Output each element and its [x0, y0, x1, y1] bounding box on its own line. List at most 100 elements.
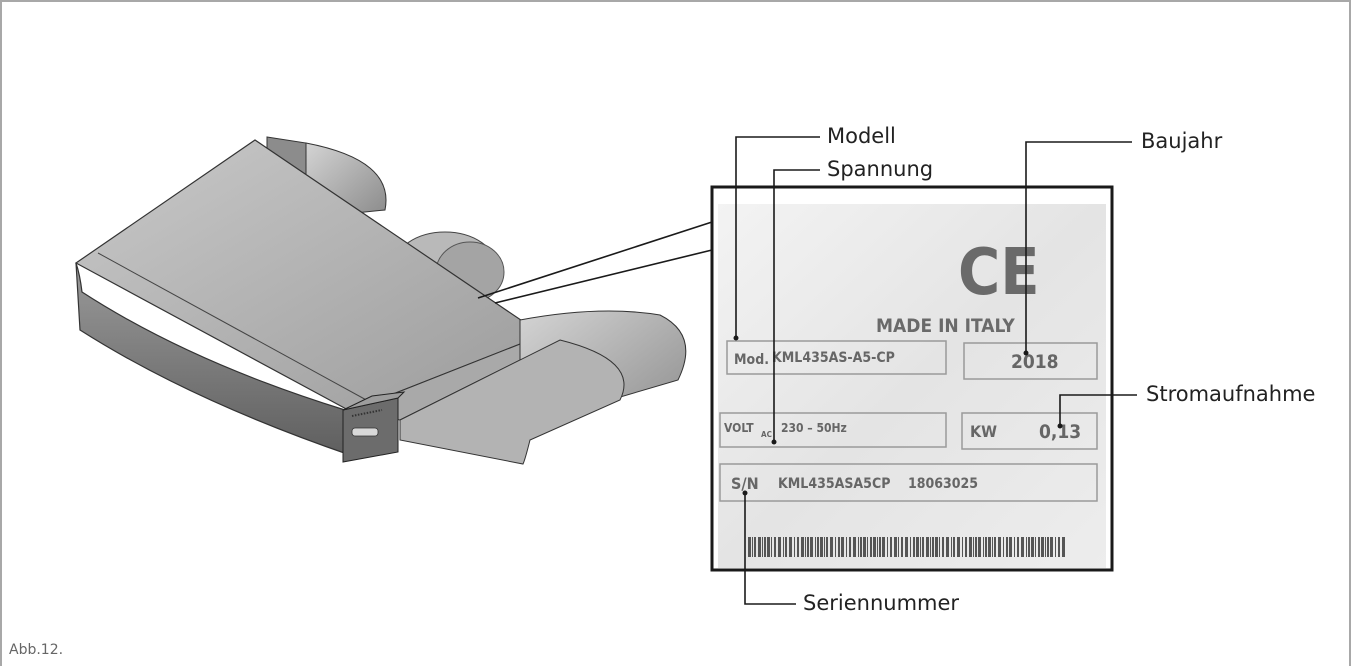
callout-spannung: Spannung	[827, 157, 934, 181]
year-value: 2018	[1011, 351, 1059, 373]
barcode-bar	[953, 537, 955, 557]
barcode-bar	[870, 537, 872, 557]
barcode-bar	[1017, 537, 1019, 557]
barcode-bar	[939, 537, 940, 557]
voltage-subscript: AC	[761, 430, 772, 439]
barcode-bar	[826, 537, 828, 557]
barcode-bar	[778, 537, 781, 557]
callout-baujahr: Baujahr	[1141, 129, 1223, 153]
barcode-bar	[1047, 537, 1049, 557]
barcode-bar	[887, 537, 888, 557]
barcode-bar	[973, 537, 974, 557]
barcode-bar	[926, 537, 929, 557]
barcode-bar	[797, 537, 799, 557]
barcode-bar	[957, 537, 960, 557]
barcode-bar	[853, 537, 856, 557]
barcode-bar	[882, 537, 885, 557]
barcode-bar	[817, 537, 819, 557]
barcode-bar	[774, 537, 776, 557]
barcode-bar	[890, 537, 892, 557]
barcode-bar	[835, 537, 836, 557]
power-field	[961, 412, 1098, 450]
barcode-bar	[838, 537, 840, 557]
figure-caption: Abb.12.	[9, 642, 64, 658]
barcode-bar	[767, 537, 770, 557]
serial-field	[719, 463, 1098, 502]
barcode-bar	[1009, 537, 1012, 557]
barcode-bar	[983, 537, 984, 557]
barcode-bar	[988, 537, 991, 557]
barcode-bar	[758, 537, 761, 557]
barcode-bar	[1041, 537, 1044, 557]
barcode-bar	[762, 537, 763, 557]
barcode-bar	[805, 537, 806, 557]
barcode-bar	[810, 537, 813, 557]
barcode-bar	[873, 537, 876, 557]
barcode-bar	[1031, 537, 1034, 557]
barcode-bar	[932, 537, 934, 557]
year-field	[963, 342, 1098, 380]
callout-stromaufnahme: Stromaufnahme	[1146, 382, 1316, 406]
barcode-bar	[951, 537, 952, 557]
barcode-bar	[1038, 537, 1040, 557]
hood-illustration	[74, 136, 687, 465]
barcode-bar	[962, 537, 963, 557]
barcode-bar	[1062, 537, 1065, 557]
barcode-bar	[807, 537, 809, 557]
barcode-bar	[992, 537, 993, 557]
model-value: KML435AS-A5-CP	[772, 350, 895, 366]
barcode-bar	[754, 537, 756, 557]
barcode-bar	[771, 537, 772, 557]
serial-prefix: S/N	[731, 474, 759, 493]
barcode-bar	[1021, 537, 1024, 557]
voltage-value: 230 – 50Hz	[781, 421, 847, 435]
barcode-bar	[994, 537, 996, 557]
barcode-bar	[985, 537, 987, 557]
barcode-bar	[849, 537, 851, 557]
leader-lines	[735, 136, 1137, 605]
barcode	[748, 537, 1065, 557]
barcode-bar	[898, 537, 899, 557]
barcode-bar	[794, 537, 795, 557]
barcode-bar	[998, 537, 1001, 557]
zoom-line-top	[477, 221, 713, 299]
barcode-bar	[930, 537, 931, 557]
barcode-bar	[969, 537, 972, 557]
barcode-bar	[858, 537, 859, 557]
barcode-bar	[913, 537, 915, 557]
barcode-bar	[1003, 537, 1004, 557]
barcode-bar	[1045, 537, 1046, 557]
barcode-bar	[860, 537, 862, 557]
barcode-bar	[1028, 537, 1030, 557]
barcode-bar	[879, 537, 881, 557]
barcode-bar	[785, 537, 787, 557]
barcode-bar	[801, 537, 804, 557]
barcode-bar	[901, 537, 903, 557]
barcode-bar	[905, 537, 908, 557]
barcode-bar	[841, 537, 844, 557]
barcode-bar	[748, 537, 751, 557]
barcode-bar	[752, 537, 753, 557]
voltage-field	[719, 412, 947, 448]
leader-dots	[733, 335, 1063, 496]
barcode-bar	[789, 537, 792, 557]
barcode-bar	[867, 537, 868, 557]
barcode-bar	[764, 537, 766, 557]
model-field	[726, 340, 947, 375]
barcode-bar	[942, 537, 944, 557]
nameplate-label	[718, 204, 1106, 568]
barcode-bar	[978, 537, 981, 557]
barcode-bar	[783, 537, 784, 557]
power-prefix: KW	[970, 422, 997, 441]
barcode-bar	[935, 537, 938, 557]
barcode-bar	[846, 537, 847, 557]
ce-mark: CE	[958, 236, 1040, 310]
serial-value: KML435ASA5CP 18063025	[778, 476, 978, 492]
barcode-bar	[863, 537, 866, 557]
barcode-bar	[894, 537, 897, 557]
barcode-bar	[824, 537, 825, 557]
barcode-bar	[877, 537, 878, 557]
barcode-bar	[1058, 537, 1060, 557]
